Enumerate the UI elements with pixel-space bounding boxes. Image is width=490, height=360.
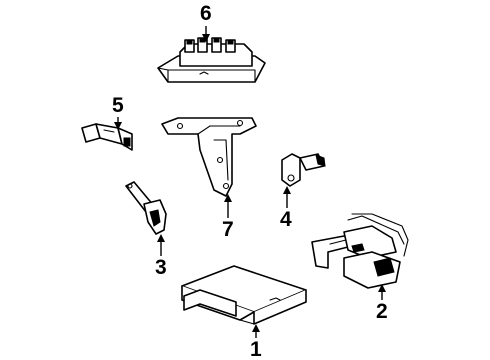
callout-4: 4 <box>280 186 292 231</box>
callout-7: 7 <box>222 194 234 241</box>
callout-5: 5 <box>112 94 124 130</box>
callout-1-label: 1 <box>250 338 262 360</box>
module-bracket-assembly <box>311 213 409 289</box>
callout-4-label: 4 <box>280 208 292 231</box>
sensor-4 <box>281 153 326 187</box>
callout-5-label: 5 <box>112 94 124 117</box>
callout-1: 1 <box>250 324 262 360</box>
callout-6-label: 6 <box>200 2 212 25</box>
ignition-coil-pack <box>157 37 266 83</box>
sensor-5 <box>81 123 133 151</box>
callout-7-label: 7 <box>222 218 234 241</box>
mounting-bracket <box>161 117 257 197</box>
callout-3: 3 <box>155 234 167 279</box>
callout-3-label: 3 <box>155 256 167 279</box>
callout-6: 6 <box>200 2 212 42</box>
sensor-3 <box>125 181 167 235</box>
callout-2: 2 <box>376 284 388 323</box>
callout-2-label: 2 <box>376 300 388 323</box>
control-module <box>181 265 307 325</box>
